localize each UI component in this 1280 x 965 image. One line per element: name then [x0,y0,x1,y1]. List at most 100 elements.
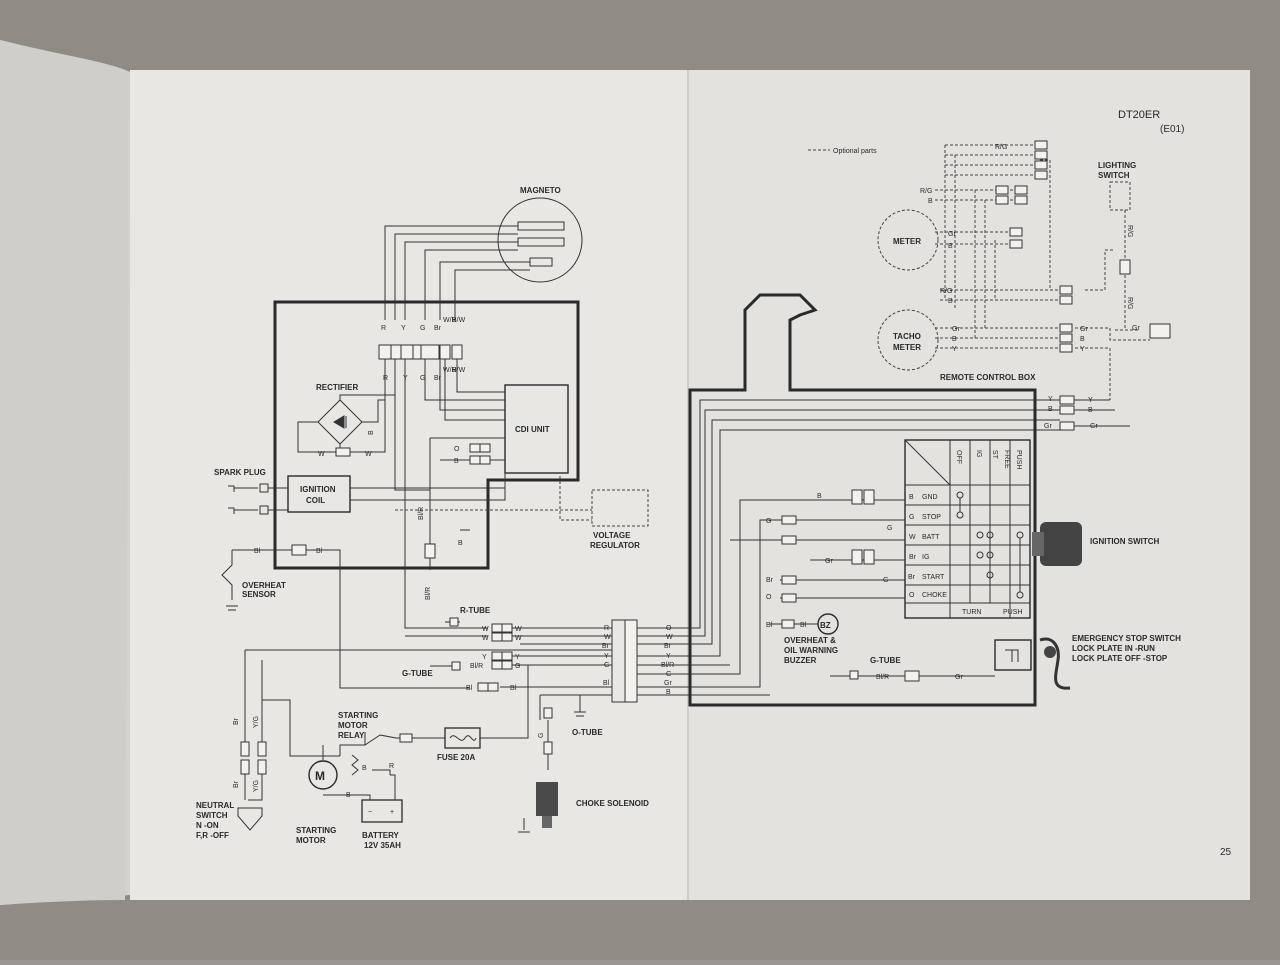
svg-text:R/G: R/G [995,144,1007,151]
svg-text:O: O [909,592,915,599]
left-harness [500,627,612,696]
svg-text:GND: GND [922,494,938,501]
neutral-switch-label-4: F,R -OFF [196,831,229,840]
svg-text:Gr: Gr [1044,423,1052,430]
o-tube-label: O-TUBE [572,728,603,737]
svg-text:Y: Y [1048,396,1053,403]
svg-text:G: G [420,325,425,332]
relay-contact [364,734,397,746]
ground-icon [518,818,530,833]
svg-text:Bl/R: Bl/R [876,674,889,681]
lanyard-icon [1039,637,1071,690]
choke-solenoid-icon [536,782,558,816]
ignition-switch-rows: B GND G STOP W BATT Br IG Br START O CHO… [908,494,1022,616]
svg-text:PUSH: PUSH [1003,609,1022,616]
svg-text:STOP: STOP [922,514,941,521]
svg-text:Br: Br [664,643,672,650]
svg-text:G: G [883,577,888,584]
rectifier-label: RECTIFIER [316,383,358,392]
ignition-coil-label-2: COIL [306,496,325,505]
svg-text:START: START [922,574,945,581]
svg-text:R/G: R/G [920,188,932,195]
svg-text:Gr: Gr [1132,325,1140,332]
optional-connectors [995,140,1171,353]
engine-box-outline [273,300,580,570]
svg-text:B/W: B/W [452,367,466,374]
svg-text:Bl/R: Bl/R [470,663,483,670]
svg-text:OFF: OFF [955,450,962,464]
svg-text:Bl: Bl [316,548,323,555]
ignition-switch-columns: OFF IG ST FREE PUSH [955,450,1022,469]
svg-text:PUSH: PUSH [1015,450,1022,469]
tacho-label-2: METER [893,343,921,352]
page-curl [0,40,130,905]
svg-text:W: W [318,451,325,458]
model-label: DT20ER [1118,109,1160,121]
svg-text:Bl/R: Bl/R [425,587,432,600]
starting-motor-label-1: STARTING [296,826,336,835]
svg-text:Gr: Gr [948,231,956,238]
magneto-label: MAGNETO [520,186,561,195]
battery-icon [361,799,403,823]
remote-control-box-outline [688,293,1037,707]
svg-text:Br: Br [602,643,610,650]
svg-text:B: B [928,198,933,205]
voltage-regulator-label-2: REGULATOR [590,541,640,550]
svg-text:R: R [604,625,609,632]
svg-text:W: W [909,534,916,541]
svg-text:Y: Y [401,325,406,332]
svg-text:Bl: Bl [466,685,473,692]
svg-text:B: B [454,458,459,465]
svg-text:Bl: Bl [254,548,261,555]
svg-text:Y/G: Y/G [253,716,260,728]
svg-text:Br: Br [766,577,774,584]
svg-text:Br: Br [434,325,442,332]
svg-text:B: B [666,689,671,696]
spark-plug-label: SPARK PLUG [214,468,266,477]
svg-text:FREE: FREE [1003,450,1010,469]
g-tube-connector [451,661,461,671]
svg-text:G: G [604,662,609,669]
svg-text:R/G: R/G [1126,225,1133,237]
fuse-icon [444,727,481,749]
svg-text:Bl/R: Bl/R [661,662,674,669]
page-number: 25 [1220,847,1232,858]
svg-text:CHOKE: CHOKE [922,592,947,599]
starting-motor-icon [308,760,338,790]
svg-text:IG: IG [975,450,982,457]
svg-text:G: G [909,514,914,521]
emergency-stop-label-3: LOCK PLATE OFF -STOP [1072,654,1168,663]
svg-text:R/G: R/G [940,288,952,295]
svg-text:W: W [365,451,372,458]
svg-text:G: G [887,525,892,532]
magneto-wires [384,225,530,320]
svg-text:Y: Y [952,346,957,353]
ignition-switch-icon [1040,522,1082,566]
emergency-stop-label-2: LOCK PLATE IN -RUN [1072,644,1155,653]
svg-text:W: W [482,635,489,642]
starting-motor-relay-label-1: STARTING [338,711,378,720]
svg-text:R: R [383,375,388,382]
svg-text:Y: Y [482,654,487,661]
svg-text:G: G [766,518,771,525]
meter-circle [877,209,939,271]
svg-text:Y: Y [666,653,671,660]
w-connector [335,447,351,457]
svg-text:W: W [515,635,522,642]
cdi-feed-wires [384,359,505,620]
svg-text:Br: Br [434,375,442,382]
svg-text:Bl: Bl [603,680,610,687]
svg-text:G: G [515,663,520,670]
svg-text:G: G [666,671,671,678]
emergency-stop-label-1: EMERGENCY STOP SWITCH [1072,634,1181,643]
remote-control-box-label: REMOTE CONTROL BOX [940,373,1036,382]
ignition-coil-label-1: IGNITION [300,485,336,494]
ignition-switch-wires: B G Gr Br O G G [730,489,905,603]
svg-text:Y: Y [604,653,609,660]
tacho-label-1: TACHO [893,332,921,341]
svg-text:Gr: Gr [955,674,963,681]
choke-solenoid-label: CHOKE SOLENOID [576,799,649,808]
emergency-stop-switch-box [994,639,1032,671]
